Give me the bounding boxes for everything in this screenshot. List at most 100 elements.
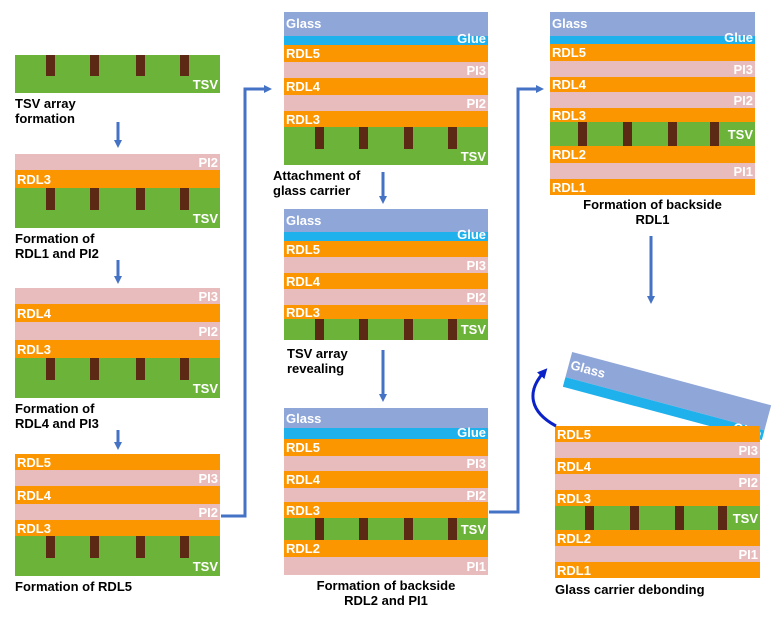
tsv-via: [578, 122, 587, 146]
pi1-layer: PI1: [555, 546, 760, 562]
step5-stack: Glass Glue RDL5 PI3 RDL4 PI2 RDL3 TSV: [284, 12, 488, 165]
rdl5-layer: RDL5: [555, 426, 760, 442]
tsv-label: TSV: [192, 77, 218, 92]
rdl4-layer: RDL4: [284, 273, 488, 289]
glue-layer: Glue: [284, 426, 488, 439]
tsv-via: [90, 55, 99, 76]
pi3-layer: PI3: [550, 61, 755, 77]
tsv-via: [136, 188, 145, 210]
rdl4-layer: RDL4: [550, 77, 755, 92]
tsv-layer: TSV: [550, 122, 755, 146]
pi2-layer: PI2: [284, 488, 488, 502]
pi2-layer: PI2: [284, 289, 488, 305]
tsv-layer: TSV: [15, 358, 220, 398]
tsv-via: [359, 518, 368, 540]
pi3-layer: PI3: [15, 288, 220, 304]
tsv-via: [180, 358, 189, 380]
tsv-via: [46, 358, 55, 380]
tsv-layer: TSV: [284, 127, 488, 165]
rdl5-layer: RDL5: [550, 44, 755, 61]
tsv-via: [315, 127, 324, 149]
pi3-layer: PI3: [284, 62, 488, 78]
rdl4-layer: RDL4: [555, 458, 760, 474]
tsv-via: [623, 122, 632, 146]
step9-stack: RDL5 PI3 RDL4 PI2 RDL3 TSV RDL2 PI1 RDL1: [555, 426, 760, 578]
rdl1-layer: RDL1: [555, 562, 760, 578]
tsv-via: [675, 506, 684, 530]
tsv-via: [448, 319, 457, 340]
rdl2-layer: RDL2: [284, 540, 488, 557]
tsv-via: [359, 127, 368, 149]
pi3-layer: PI3: [284, 257, 488, 273]
pi2-layer: PI2: [15, 504, 220, 520]
tsv-via: [448, 127, 457, 149]
step8-stack: Glass Glue RDL5 PI3 RDL4 PI2 RDL3 TSV RD…: [550, 12, 755, 195]
debond-arrow: [531, 368, 557, 428]
tsv-via: [668, 122, 677, 146]
rdl3-layer: RDL3: [15, 520, 220, 536]
pi3-layer: PI3: [284, 456, 488, 471]
pi2-layer: PI2: [555, 474, 760, 490]
rdl5-layer: RDL5: [284, 241, 488, 257]
tsv-via: [630, 506, 639, 530]
tsv-via: [404, 127, 413, 149]
rdl4-layer: RDL4: [15, 304, 220, 322]
rdl5-layer: RDL5: [284, 45, 488, 62]
tsv-layer: TSV: [15, 188, 220, 228]
tsv-via: [136, 358, 145, 380]
tsv-layer: TSV: [555, 506, 760, 530]
rdl3-layer: RDL3: [15, 340, 220, 358]
step2-stack: PI2 RDL3 TSV: [15, 154, 220, 228]
rdl2-layer: RDL2: [550, 146, 755, 163]
tsv-via: [359, 319, 368, 340]
flow-arrow: [221, 85, 272, 518]
glass-layer: Glass: [284, 209, 488, 232]
pi1-layer: PI1: [284, 557, 488, 575]
rdl3-layer: RDL3: [284, 502, 488, 518]
tsv-via: [46, 188, 55, 210]
pi2-layer: PI2: [550, 92, 755, 108]
rdl2-layer: RDL2: [555, 530, 760, 546]
step6-stack: Glass Glue RDL5 PI3 RDL4 PI2 RDL3 TSV: [284, 209, 488, 340]
pi1-layer: PI1: [550, 163, 755, 179]
tsv-via: [585, 506, 594, 530]
glass-layer: Glass: [284, 12, 488, 36]
tsv-via: [46, 55, 55, 76]
tsv-via: [718, 506, 727, 530]
rdl3-layer: RDL3: [284, 305, 488, 319]
tsv-via: [136, 536, 145, 558]
step4-stack: RDL5 PI3 RDL4 PI2 RDL3 TSV: [15, 454, 220, 576]
tsv-via: [46, 536, 55, 558]
tsv-via: [315, 518, 324, 540]
tsv-via: [710, 122, 719, 146]
tsv-via: [180, 536, 189, 558]
rdl4-layer: RDL4: [284, 471, 488, 488]
tsv-layer: TSV: [15, 536, 220, 576]
pi2-layer: PI2: [15, 154, 220, 170]
pi3-layer: PI3: [555, 442, 760, 458]
tsv-via: [136, 55, 145, 76]
rdl5-layer: RDL5: [284, 439, 488, 456]
tsv-via: [90, 536, 99, 558]
pi2-layer: PI2: [15, 322, 220, 340]
pi2-layer: PI2: [284, 95, 488, 111]
glue-layer: Glue: [550, 31, 755, 44]
step4-caption: Formation of RDL5: [15, 579, 132, 594]
glass-layer: Glass: [550, 12, 755, 36]
tsv-via: [180, 188, 189, 210]
tsv-via: [448, 518, 457, 540]
pi3-layer: PI3: [15, 470, 220, 486]
glass-layer: Glass: [284, 408, 488, 428]
tsv-via: [90, 188, 99, 210]
flow-arrow: [489, 85, 544, 514]
tsv-layer: TSV: [15, 55, 220, 93]
tsv-via: [90, 358, 99, 380]
glue-layer: Glue: [284, 32, 488, 45]
step3-stack: PI3 RDL4 PI2 RDL3 TSV: [15, 288, 220, 398]
